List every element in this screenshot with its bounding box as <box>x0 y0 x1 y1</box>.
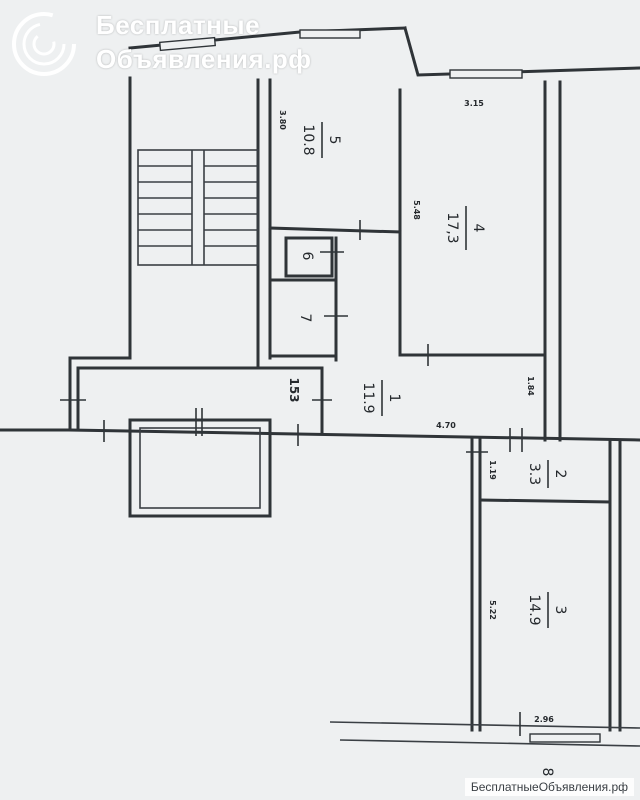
room-3-label: 3 14.9 <box>526 592 568 628</box>
logo-swirl-icon <box>12 12 76 76</box>
watermark-link[interactable]: БесплатныеОбъявления.рф <box>464 778 634 796</box>
dimension-label: 1.84 <box>526 376 535 396</box>
dimension-label: 3.15 <box>464 99 484 108</box>
room-number: 5 <box>326 136 342 145</box>
dimension-label: 1.19 <box>488 460 497 480</box>
room-6-label: 6 <box>299 252 315 261</box>
room-1-label: 1 11.9 <box>360 380 402 416</box>
logo-text-line1: Бесплатные <box>96 10 261 40</box>
logo-text-line2: Объявления.рф <box>96 44 312 74</box>
dimension-label: 5.22 <box>488 600 497 620</box>
room-area: 3.3 <box>526 463 542 485</box>
room-area: 10.8 <box>300 124 316 155</box>
room-2-label: 2 3.3 <box>526 460 568 488</box>
dimension-label: 2.96 <box>534 715 554 724</box>
room-5-label: 5 10.8 <box>300 122 342 158</box>
room-number: 6 <box>299 252 315 261</box>
room-8-label: 8 <box>539 768 555 777</box>
room-number: 3 <box>552 606 568 615</box>
staircase <box>137 149 259 266</box>
dimension-label: 153 <box>287 377 301 402</box>
room-4-label: 4 17,3 <box>444 206 486 250</box>
site-logo[interactable]: Бесплатные Объявления.рф <box>8 8 358 80</box>
room-area: 17,3 <box>444 212 460 243</box>
room-number: 8 <box>539 768 555 777</box>
dimension-label: 5.48 <box>412 200 421 220</box>
room-area: 14.9 <box>526 594 542 625</box>
dimension-label: 3.80 <box>278 110 287 130</box>
room-number: 2 <box>552 470 568 479</box>
walls <box>0 26 640 747</box>
door-ticks <box>60 220 523 736</box>
room-area: 11.9 <box>360 382 376 413</box>
dimension-label: 4.70 <box>436 421 456 430</box>
room-7-label: 7 <box>297 314 313 323</box>
room-number: 1 <box>386 394 402 403</box>
windows <box>158 29 601 743</box>
room-number: 4 <box>470 224 486 233</box>
room-number: 7 <box>297 314 313 323</box>
